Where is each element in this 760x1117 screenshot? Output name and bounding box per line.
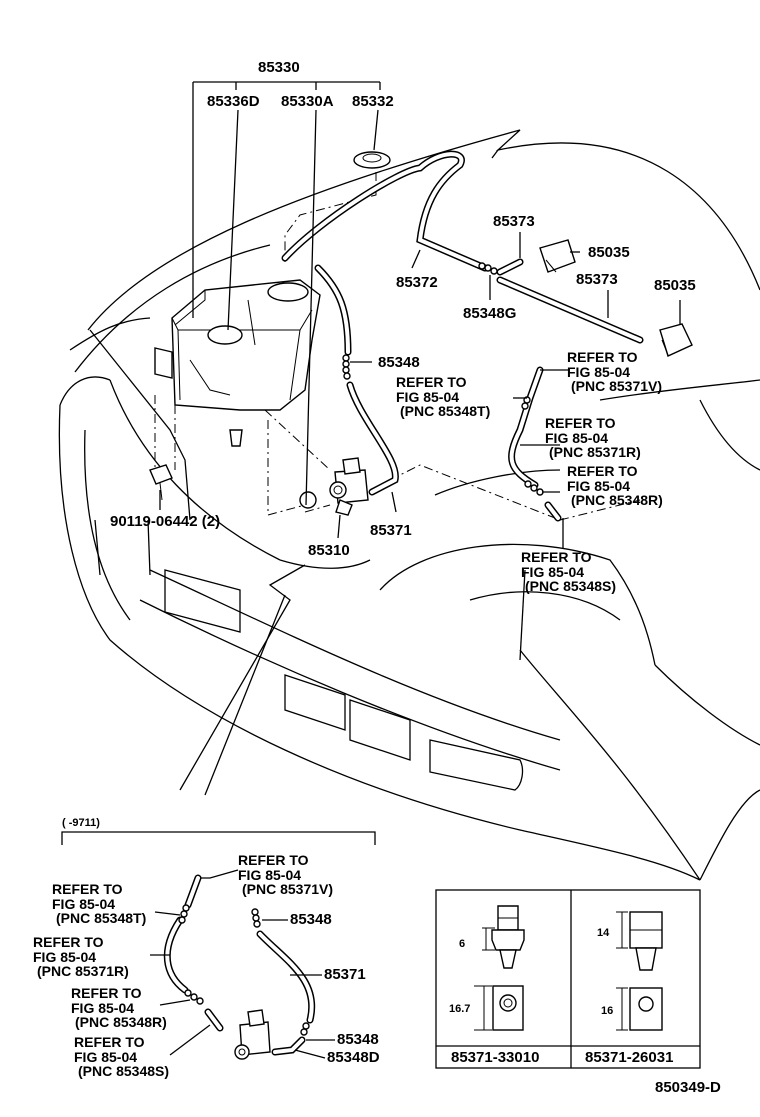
refer-block-85348r: REFER TO FIG 85-04 (PNC 85348R) [567,463,663,508]
svg-text:REFER TO: REFER TO [545,415,616,431]
dim-16-7: 16.7 [449,1003,470,1015]
clip-33010: 6 16.7 [449,905,525,1031]
washer-hoses [281,150,644,522]
svg-text:FIG 85-04: FIG 85-04 [396,389,459,405]
inset-label-85348-a: 85348 [290,911,332,928]
svg-text:(PNC 85371V): (PNC 85371V) [571,378,662,394]
refer-block-85348t: REFER TO FIG 85-04 (PNC 85348T) [396,374,490,419]
inset-panel: ( -9711) [33,817,380,1079]
label-85373-upper: 85373 [493,213,535,230]
inset-refer-85348s: REFER TO FIG 85-04 (PNC 85348S) [74,1034,169,1079]
label-85035-lower: 85035 [654,277,696,294]
svg-text:(PNC 85348T): (PNC 85348T) [56,910,146,926]
label-85371: 85371 [370,522,412,539]
parts-table: 6 16.7 14 16 85371-33010 85371-26031 [435,889,701,1069]
label-85310: 85310 [308,542,350,559]
inset-refer-85371v: REFER TO FIG 85-04 (PNC 85371V) [238,852,333,897]
svg-text:FIG 85-04: FIG 85-04 [71,1000,134,1016]
label-85348g: 85348G [463,305,516,322]
svg-text:FIG 85-04: FIG 85-04 [52,896,115,912]
svg-text:(PNC 85348T): (PNC 85348T) [400,403,490,419]
car-body [58,129,760,881]
svg-text:(PNC 85348S): (PNC 85348S) [525,578,616,594]
washer-nozzles [539,239,693,357]
svg-text:REFER TO: REFER TO [521,549,592,565]
inset-range: ( -9711) [62,817,100,829]
svg-text:FIG 85-04: FIG 85-04 [545,430,608,446]
svg-text:REFER TO: REFER TO [74,1034,145,1050]
figure-code: 850349-D [655,1079,721,1096]
part-no-33010: 85371-33010 [451,1049,539,1066]
svg-text:FIG 85-04: FIG 85-04 [521,564,584,580]
label-85348: 85348 [378,354,420,371]
washer-tank [154,151,391,447]
label-85336d: 85336D [207,93,260,110]
svg-text:FIG 85-04: FIG 85-04 [567,478,630,494]
dashed-guides [154,172,641,521]
bolt-part [149,464,173,501]
inset-label-85371: 85371 [324,966,366,983]
inset-refer-85348r: REFER TO FIG 85-04 (PNC 85348R) [71,985,167,1030]
label-85330a: 85330A [281,93,334,110]
leaders [159,81,681,661]
svg-text:REFER TO: REFER TO [52,881,123,897]
washer-pump [299,457,369,516]
svg-text:FIG 85-04: FIG 85-04 [33,949,96,965]
label-85372: 85372 [396,274,438,291]
inset-label-85348-c: 85348 [337,1031,379,1048]
dim-6: 6 [459,938,465,950]
inset-refer-85348t: REFER TO FIG 85-04 (PNC 85348T) [52,881,146,926]
label-85330: 85330 [258,59,300,76]
svg-text:FIG 85-04: FIG 85-04 [567,364,630,380]
svg-text:REFER TO: REFER TO [71,985,142,1001]
refer-block-85348s: REFER TO FIG 85-04 (PNC 85348S) [521,549,616,594]
svg-text:REFER TO: REFER TO [238,852,309,868]
refer-block-85371r: REFER TO FIG 85-04 (PNC 85371R) [545,415,641,460]
svg-text:(PNC 85348R): (PNC 85348R) [571,492,663,508]
main-labels: 85330 85336D 85330A 85332 85372 85373 85… [110,59,696,559]
svg-text:(PNC 85371V): (PNC 85371V) [242,881,333,897]
svg-text:FIG 85-04: FIG 85-04 [238,867,301,883]
dim-16: 16 [601,1005,613,1017]
label-85373-lower: 85373 [576,271,618,288]
svg-text:(PNC 85371R): (PNC 85371R) [37,963,129,979]
refer-block-85371v: REFER TO FIG 85-04 (PNC 85371V) [567,349,662,394]
label-bolt: 90119-06442 (2) [110,513,220,530]
svg-text:(PNC 85348S): (PNC 85348S) [78,1063,169,1079]
inset-label-85348d: 85348D [327,1049,380,1066]
svg-text:FIG 85-04: FIG 85-04 [74,1049,137,1065]
label-85332: 85332 [352,93,394,110]
svg-text:REFER TO: REFER TO [567,349,638,365]
inset-leader [179,564,306,796]
svg-text:(PNC 85371R): (PNC 85371R) [549,444,641,460]
svg-text:REFER TO: REFER TO [567,463,638,479]
label-85035-upper: 85035 [588,244,630,261]
svg-text:REFER TO: REFER TO [33,934,104,950]
inset-refer-85371r: REFER TO FIG 85-04 (PNC 85371R) [33,934,129,979]
dim-14: 14 [597,927,610,939]
part-no-26031: 85371-26031 [585,1049,673,1066]
clip-26031: 14 16 [597,911,663,1031]
svg-text:(PNC 85348R): (PNC 85348R) [75,1014,167,1030]
svg-text:REFER TO: REFER TO [396,374,467,390]
